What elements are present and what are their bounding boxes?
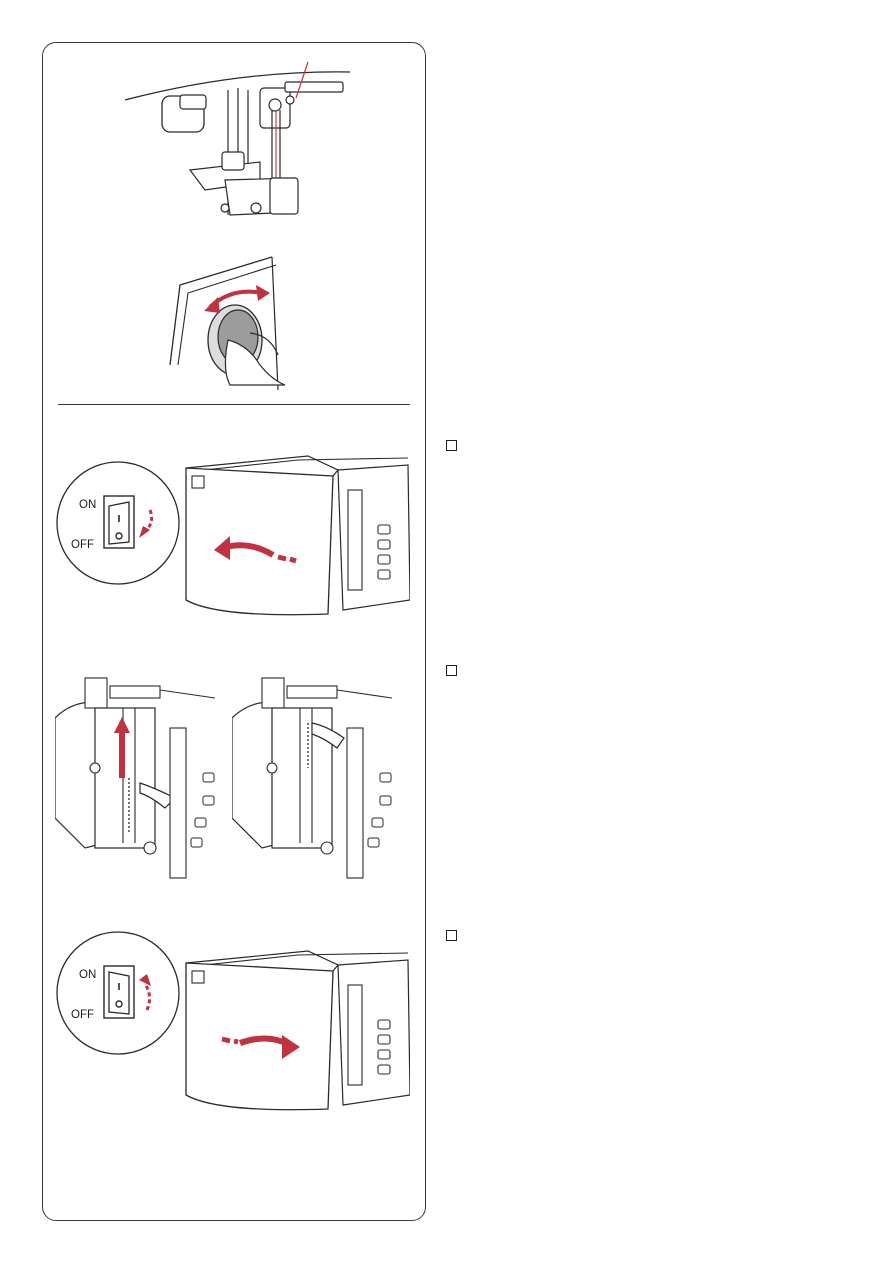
illustration-panel bbox=[42, 42, 426, 1221]
switch-on-label: ON bbox=[79, 969, 96, 981]
needle-threader-lever-up-illustration bbox=[55, 677, 215, 879]
section-divider bbox=[58, 404, 410, 405]
step-3-checkbox bbox=[446, 930, 457, 941]
power-switch-illustration-off: ON OFF bbox=[56, 461, 180, 585]
power-switch-illustration-on: ON OFF bbox=[56, 931, 180, 1055]
switch-on-label: ON bbox=[79, 499, 96, 511]
needle-threader-lever-down-illustration bbox=[232, 677, 392, 879]
step-1-checkbox bbox=[446, 440, 457, 451]
face-plate-open-illustration bbox=[185, 455, 410, 616]
step-2-checkbox bbox=[446, 665, 457, 676]
switch-off-label: OFF bbox=[71, 1009, 94, 1021]
needle-bar-illustration bbox=[124, 61, 351, 216]
switch-off-label: OFF bbox=[71, 539, 94, 551]
handwheel-illustration bbox=[169, 256, 286, 390]
face-plate-close-illustration bbox=[185, 950, 410, 1111]
